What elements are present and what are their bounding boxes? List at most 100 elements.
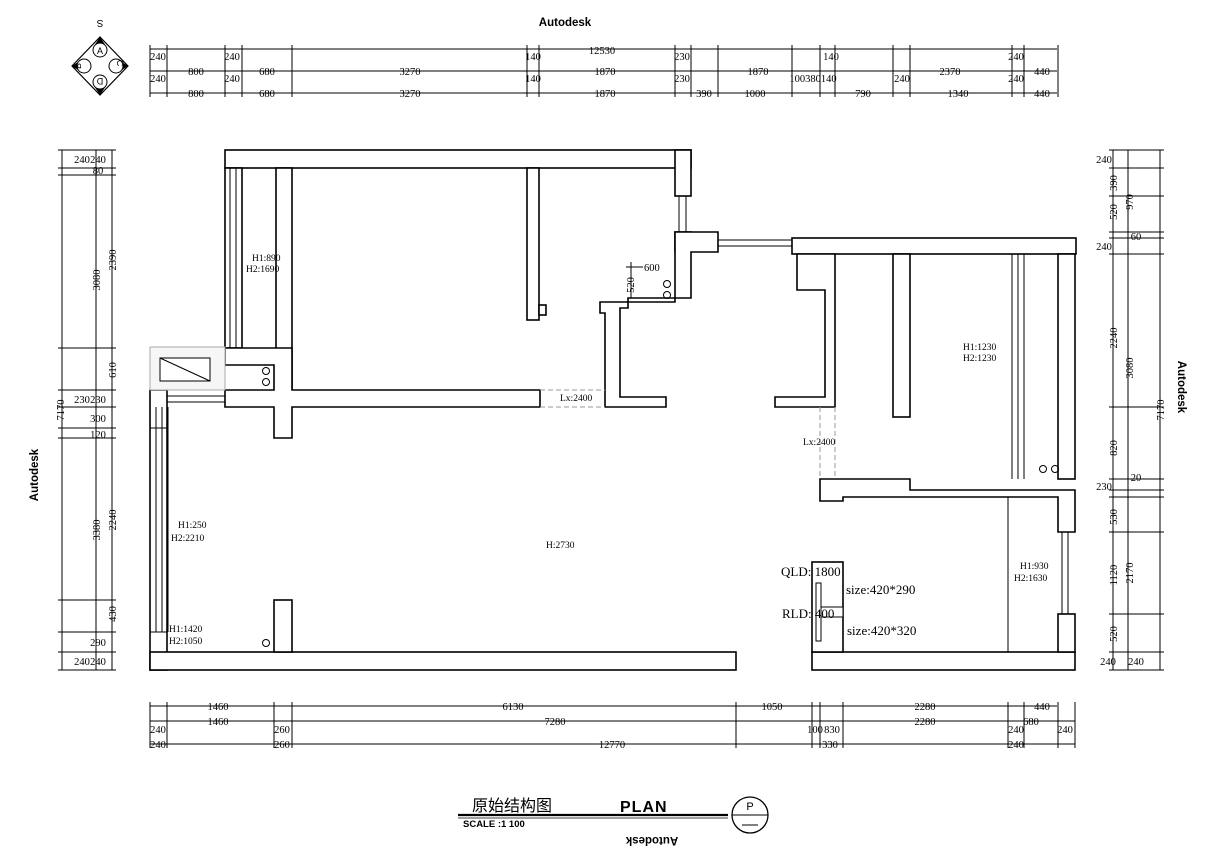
bot-r2-0: 1460 (208, 717, 229, 728)
pipe-icon (1051, 465, 1059, 473)
top-r2-3: 680 (259, 67, 275, 78)
top-r1-6: 240 (1008, 52, 1024, 63)
brand-left: Autodesk (29, 448, 41, 501)
bottom-dimensions: 1460 6130 1050 2280 440 1460 7280 2280 6… (149, 702, 1076, 751)
walls (149, 149, 1077, 671)
pipe-icon (663, 280, 671, 288)
top-r2-1: 800 (188, 67, 204, 78)
right-mid-2: 240 (1096, 242, 1112, 253)
top-r1-0: 240 (150, 52, 166, 63)
top-r2-11: 2370 (940, 67, 961, 78)
top-r2-5: 140 (525, 74, 541, 85)
note-lx2: Lx:2400 (803, 438, 835, 448)
pipe-icon (262, 639, 270, 647)
bot-r4-1: 260 (274, 740, 290, 751)
right-inner-3: 2240 (1109, 328, 1120, 349)
right-inner-5: 20 (1131, 473, 1142, 484)
top-r2-2: 240 (224, 74, 240, 85)
bot-r4-3: 330 (822, 740, 838, 751)
note-w1-h2: H2:1690 (246, 265, 280, 275)
top-r1-1: 240 (224, 52, 240, 63)
right-inner-2: 60 (1131, 232, 1142, 243)
note-qld: QLD: 1800 (781, 564, 841, 579)
top-r2-10: 240 (894, 74, 910, 85)
pipe-icon (663, 291, 671, 299)
compass-c: C (115, 60, 125, 67)
bot-r3-2: 100 (807, 725, 823, 736)
left-inner-2: 2390 (108, 250, 119, 271)
left-inner-6: 120 (90, 430, 106, 441)
left-outer-0: 7170 (56, 400, 67, 421)
right-mid-3: 3080 (1125, 358, 1136, 379)
note-rld: RLD: 400 (782, 606, 834, 621)
brand-top: Autodesk (539, 17, 592, 29)
bot-r4-2: 12770 (599, 740, 625, 751)
fixtures (149, 262, 1059, 647)
brand-right: Autodesk (1175, 361, 1187, 414)
top-r2-9: 100380140 (789, 74, 836, 85)
top-r2-13: 440 (1034, 67, 1050, 78)
right-inner-4: 820 (1109, 440, 1120, 456)
right-inner-0: 390 (1109, 175, 1120, 191)
top-r1-2: 12530 (589, 46, 615, 57)
top-r3-6: 790 (855, 89, 871, 100)
top-r3-5: 1000 (745, 89, 766, 100)
right-mid-4: 230 (1096, 482, 1112, 493)
note-w4-h2: H2:1050 (169, 637, 203, 647)
right-mid-6: 240 (1128, 657, 1144, 668)
left-inner-5: 300 (90, 414, 106, 425)
top-dimensions: 240 240 12530 230 140 240 140 240 800 24… (149, 45, 1059, 100)
top-r2-4: 3270 (400, 67, 421, 78)
pipe-icon (262, 367, 270, 375)
left-dimensions: 7170 240 3080 230 3380 240 240 80 2390 6… (56, 149, 119, 671)
note-lx1: Lx:2400 (560, 394, 592, 404)
compass-b: B (73, 63, 83, 69)
note-size1: size:420*290 (846, 582, 915, 597)
compass-d: D (96, 76, 103, 86)
note-w2-h1: H1:1230 (963, 343, 997, 353)
left-inner-8: 430 (108, 606, 119, 622)
right-inner-9: 240 (1100, 657, 1116, 668)
note-w1-h1: H1:890 (252, 254, 281, 264)
left-mid-2: 230 (74, 395, 90, 406)
right-inner-7: 2170 (1125, 563, 1136, 584)
top-r2-12: 240 (1008, 74, 1024, 85)
compass-icon: S A C D B (71, 17, 129, 96)
bot-r3-1: 260 (274, 725, 290, 736)
title-cn: 原始结构图 (472, 797, 552, 815)
bot-r4-0: 240 (150, 740, 166, 751)
top-r3-0: 800 (188, 89, 204, 100)
compass-s: S (96, 17, 103, 28)
left-inner-0: 240 (90, 155, 106, 166)
pipe-icon (1039, 465, 1047, 473)
top-r3-7: 1340 (948, 89, 969, 100)
bot-r3-0: 240 (150, 725, 166, 736)
annotations: H1:890 H2:1690 H1:1230 H2:1230 H1:250 H2… (169, 254, 1049, 647)
plan-badge-letter: P (746, 801, 753, 813)
bot-r2-3: 680 (1023, 717, 1039, 728)
note-w2-h2: H2:1230 (963, 354, 997, 364)
right-mid-0: 240 (1096, 155, 1112, 166)
top-r3-3: 1870 (595, 89, 616, 100)
top-r3-8: 440 (1034, 89, 1050, 100)
note-520: 520 (626, 277, 637, 293)
right-inner-1: 970 (1125, 194, 1136, 210)
left-inner-1: 80 (93, 166, 104, 177)
brand-bottom: Autodesk (625, 834, 678, 846)
top-r1-4: 230 (674, 52, 690, 63)
bot-r3-3: 830 (824, 725, 840, 736)
bot-r1-2: 1050 (762, 702, 783, 713)
left-inner-9: 290 (90, 638, 106, 649)
left-inner-10: 240 (90, 657, 106, 668)
title-scale: SCALE :1 100 (463, 819, 525, 830)
right-mid-1: 520 (1109, 204, 1120, 220)
bot-r2-4: 240 (1057, 725, 1073, 736)
right-inner-6: 530 (1109, 509, 1120, 525)
note-w3-h1: H1:250 (178, 521, 207, 531)
top-r2-0: 240 (150, 74, 166, 85)
left-mid-3: 3380 (92, 520, 103, 541)
right-mid-5: 1120 (1109, 565, 1120, 586)
top-r2-8: 1870 (748, 67, 769, 78)
top-r2-7: 230 (674, 74, 690, 85)
